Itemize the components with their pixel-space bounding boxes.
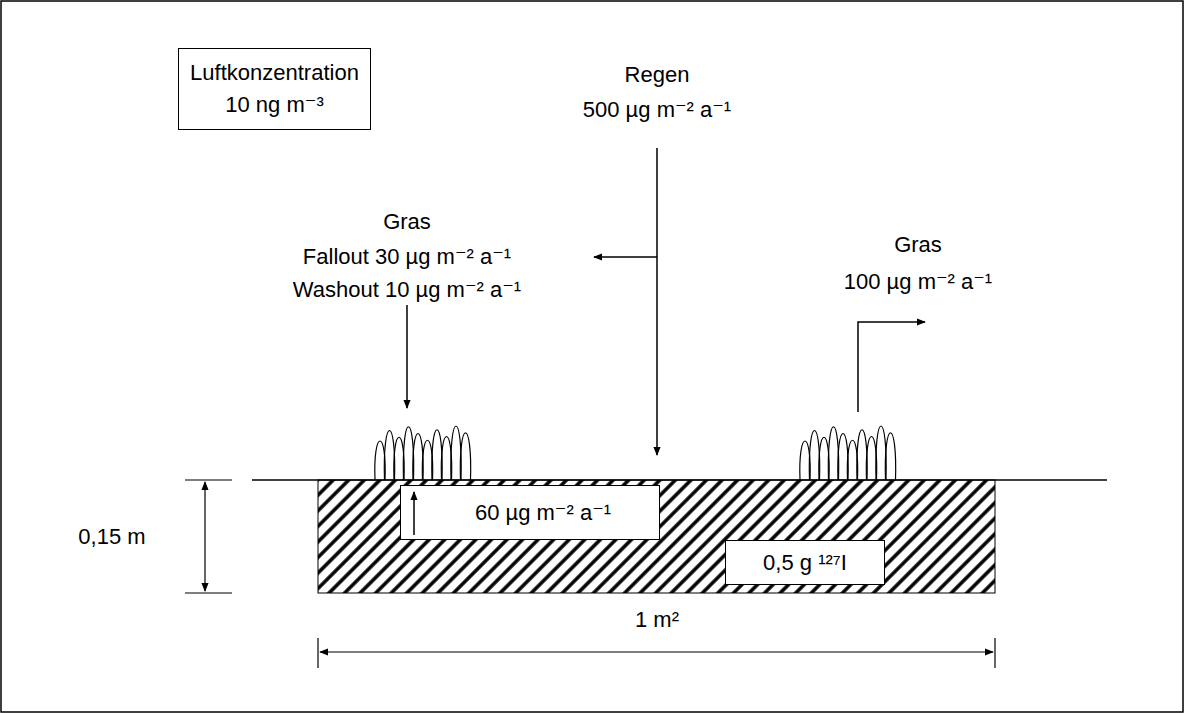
washout-flux: Washout 10 µg m⁻² a⁻¹ (293, 277, 521, 303)
grass-blade (413, 434, 423, 481)
grass-blade (847, 440, 857, 480)
grass-blade (866, 437, 876, 481)
flux-text: Luftkonzentration (190, 57, 359, 89)
grass-blade (460, 433, 470, 480)
uptake-flux: 100 µg m⁻² a⁻¹ (844, 269, 992, 295)
grass-blade (885, 433, 895, 480)
grass-label: Gras (383, 209, 431, 235)
grass-blade (422, 440, 432, 480)
grass-blade (876, 426, 886, 480)
depth-dimension-label: 0,15 m (78, 524, 145, 550)
flux-text: 10 ng m⁻³ (225, 89, 323, 121)
washout-arrow (406, 305, 408, 408)
rain-flux: 500 µg m⁻² a⁻¹ (583, 97, 731, 123)
depth-dimension (204, 482, 205, 591)
iodine-inventory-box: 0,5 g ¹²⁷I (725, 540, 885, 585)
grass-blade (819, 437, 829, 480)
area-dimension-label: 1 m² (635, 607, 679, 633)
fallout-arrow (594, 256, 657, 258)
grass-blade (800, 441, 810, 480)
flux-text: 60 µg m⁻² a⁻¹ (475, 497, 611, 529)
dimension-tick (317, 638, 318, 668)
rain-label: Regen (625, 62, 690, 88)
uptake-arrow (858, 322, 925, 412)
grass-blade (394, 437, 404, 480)
grass-blade (809, 431, 819, 481)
fallout-flux: Fallout 30 µg m⁻² a⁻¹ (303, 244, 511, 270)
flux-text: 0,5 g ¹²⁷I (763, 547, 847, 579)
grass-blade (432, 430, 442, 480)
grass-blade (838, 434, 848, 481)
air-concentration-box: Luftkonzentration10 ng m⁻³ (178, 48, 371, 130)
grass-blade (403, 427, 413, 480)
grass-blade (375, 441, 385, 480)
grass-blade (441, 437, 451, 481)
grass-blade (451, 426, 461, 480)
grass-label: Gras (894, 232, 942, 258)
rain-arrow (656, 148, 658, 455)
area-dimension (320, 651, 993, 652)
upward-flux-arrow (401, 486, 431, 541)
dimension-tick (185, 479, 232, 480)
soil-layer (318, 480, 995, 593)
grass (375, 426, 896, 480)
grass-blade (857, 430, 867, 480)
dimension-tick (994, 638, 995, 668)
grass-blade (828, 427, 838, 480)
soil-release-box: 60 µg m⁻² a⁻¹ (400, 485, 660, 540)
grass-blade (384, 431, 394, 481)
ground-line (252, 479, 1107, 481)
dimension-tick (185, 592, 232, 593)
